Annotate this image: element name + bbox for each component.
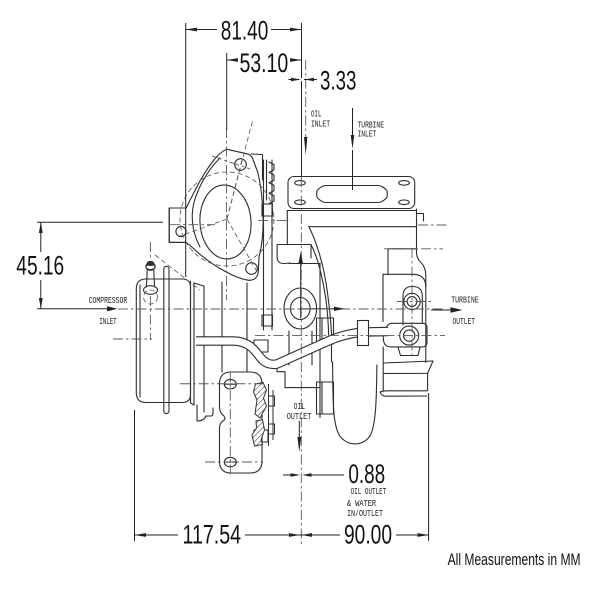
svg-text:INLET: INLET: [358, 130, 377, 140]
svg-text:INLET: INLET: [99, 317, 117, 327]
svg-text:IN/OUTLET: IN/OUTLET: [347, 509, 383, 519]
svg-text:OIL OUTLET: OIL OUTLET: [351, 487, 387, 497]
svg-text:OUTLET: OUTLET: [287, 412, 312, 422]
svg-text:3.33: 3.33: [320, 66, 356, 96]
svg-text:TURBINE: TURBINE: [358, 121, 385, 131]
svg-text:All Measurements in MM: All Measurements in MM: [448, 550, 581, 569]
svg-text:117.54: 117.54: [183, 520, 242, 550]
svg-text:81.40: 81.40: [221, 16, 268, 46]
svg-text:90.00: 90.00: [344, 520, 392, 550]
svg-text:COMPRESSOR: COMPRESSOR: [89, 296, 128, 306]
svg-text:53.10: 53.10: [240, 48, 289, 78]
svg-text:OIL: OIL: [311, 110, 322, 120]
svg-text:OUTLET: OUTLET: [453, 317, 476, 327]
svg-text:TURBINE: TURBINE: [451, 296, 479, 306]
svg-text:INLET: INLET: [311, 120, 330, 130]
svg-text:0.88: 0.88: [348, 459, 385, 489]
svg-text:OIL: OIL: [294, 402, 305, 412]
svg-text:& WATER: & WATER: [347, 499, 376, 509]
svg-text:45.16: 45.16: [16, 251, 64, 281]
